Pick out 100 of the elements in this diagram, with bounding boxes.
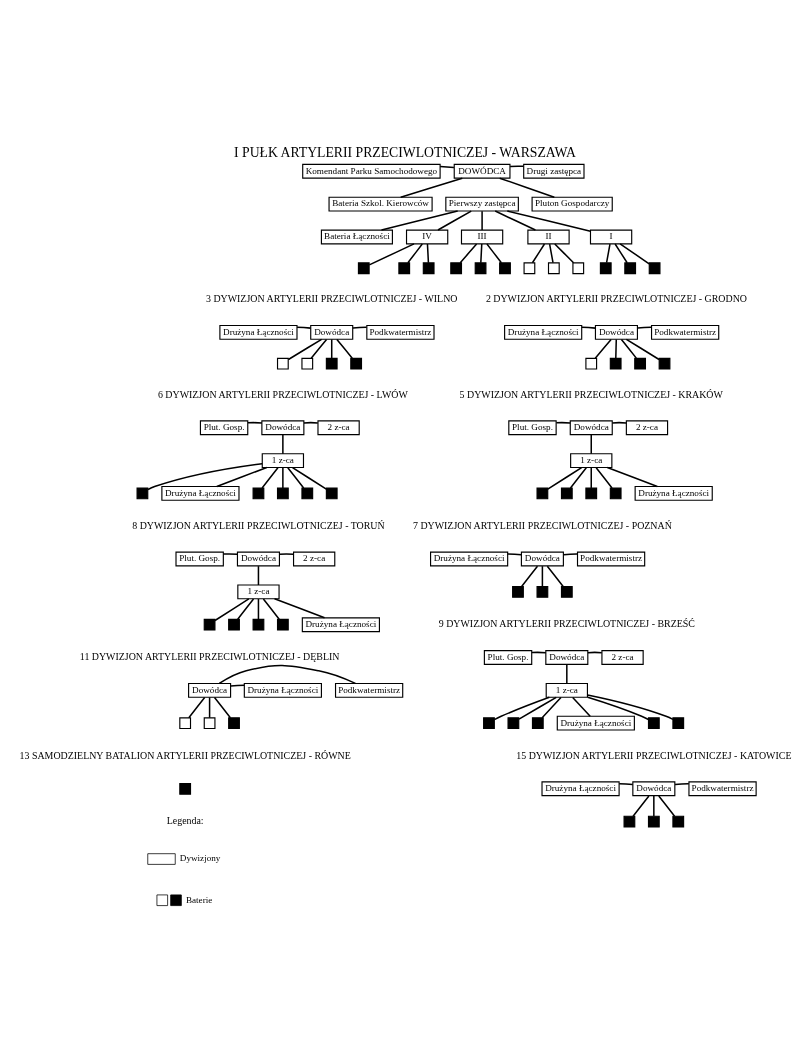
connector (625, 338, 660, 361)
connector (257, 598, 260, 620)
connector (216, 466, 268, 488)
node-box: Drużyna Łączności (634, 485, 713, 501)
node-box (512, 585, 524, 598)
connector (368, 243, 415, 266)
node-box: Podkwatermistrz (650, 324, 720, 340)
connector (261, 466, 279, 489)
node-box: Dowódca (236, 551, 280, 567)
connector (481, 210, 483, 231)
connector (208, 696, 211, 719)
connector (336, 338, 354, 359)
connector (606, 466, 659, 488)
connector (188, 696, 206, 719)
node-box (350, 357, 363, 370)
node-box: Drużyna Łączności (430, 551, 509, 567)
node-box: Drużyna Łączności (504, 324, 583, 340)
node-box (325, 357, 338, 370)
label: 6 DYWIZJON ARTYLERII PRZECIWLOTNICZEJ - LWÓW (157, 388, 408, 400)
node-box: Podkwatermistrz (688, 781, 757, 797)
connector (291, 466, 328, 490)
node-box: 1 z-ca (261, 453, 305, 469)
node-box: Pluton Gospodarczy (531, 196, 613, 212)
connector (296, 326, 312, 329)
node-box: Drugi zastępca (523, 163, 585, 179)
node-box: Drużyna Łączności (541, 781, 620, 797)
connector (494, 210, 537, 231)
node-box (398, 262, 411, 275)
node-box: Drużyna Łączności (556, 715, 635, 731)
node-box: Plut. Gosp. (508, 420, 557, 436)
node-box (672, 717, 685, 730)
node-box (483, 717, 495, 730)
connector (287, 466, 305, 489)
connector (273, 598, 326, 619)
connector (213, 696, 232, 719)
connector (555, 421, 572, 424)
node-box (252, 487, 265, 500)
connector (303, 421, 319, 424)
label: 13 SAMODZIELNY BATALION ARTYLERII PRZECIWLOTNICZEJ - RÓWNE (19, 749, 351, 761)
node-box (276, 618, 289, 631)
node-box: Dowódca (545, 650, 589, 665)
node-box (203, 717, 216, 730)
connector (569, 466, 588, 489)
node-box (634, 357, 646, 370)
node-box: 2 z-ca (317, 420, 360, 436)
node-box (136, 487, 149, 500)
connector (594, 338, 612, 359)
node-box (609, 487, 622, 500)
label: Legenda: (166, 815, 204, 827)
connector (214, 598, 250, 622)
connector (554, 243, 575, 264)
connector (147, 462, 263, 491)
label: 15 DYWIZJON ARTYLERII PRZECIWLOTNICZEJ - KATOWICE (516, 749, 792, 761)
node-box: Bateria Szkol. Kierowców (328, 196, 433, 212)
connector (605, 243, 611, 264)
connector (571, 696, 591, 718)
connector (520, 565, 539, 588)
node-box: Plut. Gosp. (483, 650, 533, 665)
connector (586, 696, 650, 721)
node-box: Drużyna Łączności (301, 617, 380, 633)
node-box: Plut. Gosp. (199, 420, 249, 436)
connector (407, 243, 424, 264)
node-box (301, 487, 314, 500)
node-box: Dowódca (188, 682, 232, 698)
connector (506, 210, 592, 232)
label: 9 DYWIZJON ARTYLERII PRZECIWLOTNICZEJ - BRZEŚĆ (438, 618, 695, 630)
node-box: 1 z-ca (570, 453, 613, 469)
connector (547, 466, 583, 490)
connector (437, 210, 472, 231)
node-box: Dowódca (261, 420, 305, 436)
connector (531, 243, 546, 264)
node-box (179, 717, 192, 730)
node-box (499, 262, 511, 275)
connector (330, 338, 333, 359)
node-box: Dowódca (569, 420, 613, 436)
connector (222, 553, 239, 556)
node-box: Plut. Gosp. (175, 551, 224, 567)
node-box (422, 262, 435, 275)
node-box (624, 262, 637, 275)
label: 5 DYWIZJON ARTYLERII PRZECIWLOTNICZEJ - KRAKÓW (459, 388, 723, 400)
connector (611, 421, 627, 424)
connector (459, 243, 478, 264)
node-box (672, 815, 685, 828)
node-box: III (460, 229, 504, 245)
node-box (523, 262, 536, 275)
connector (493, 696, 551, 721)
node-box (179, 782, 192, 795)
connector (632, 795, 650, 817)
node-box (301, 357, 314, 370)
node-box (276, 357, 289, 370)
node-box (647, 717, 660, 730)
connector (439, 165, 455, 169)
node-box: 2 z-ca (293, 551, 336, 567)
node-box: 1 z-ca (545, 682, 588, 698)
connector (480, 243, 483, 264)
connector (518, 696, 558, 720)
node-box: Komendant Parku Samochodowego (302, 163, 441, 179)
node-box (547, 262, 560, 275)
connector (548, 243, 554, 264)
connector (595, 466, 613, 489)
